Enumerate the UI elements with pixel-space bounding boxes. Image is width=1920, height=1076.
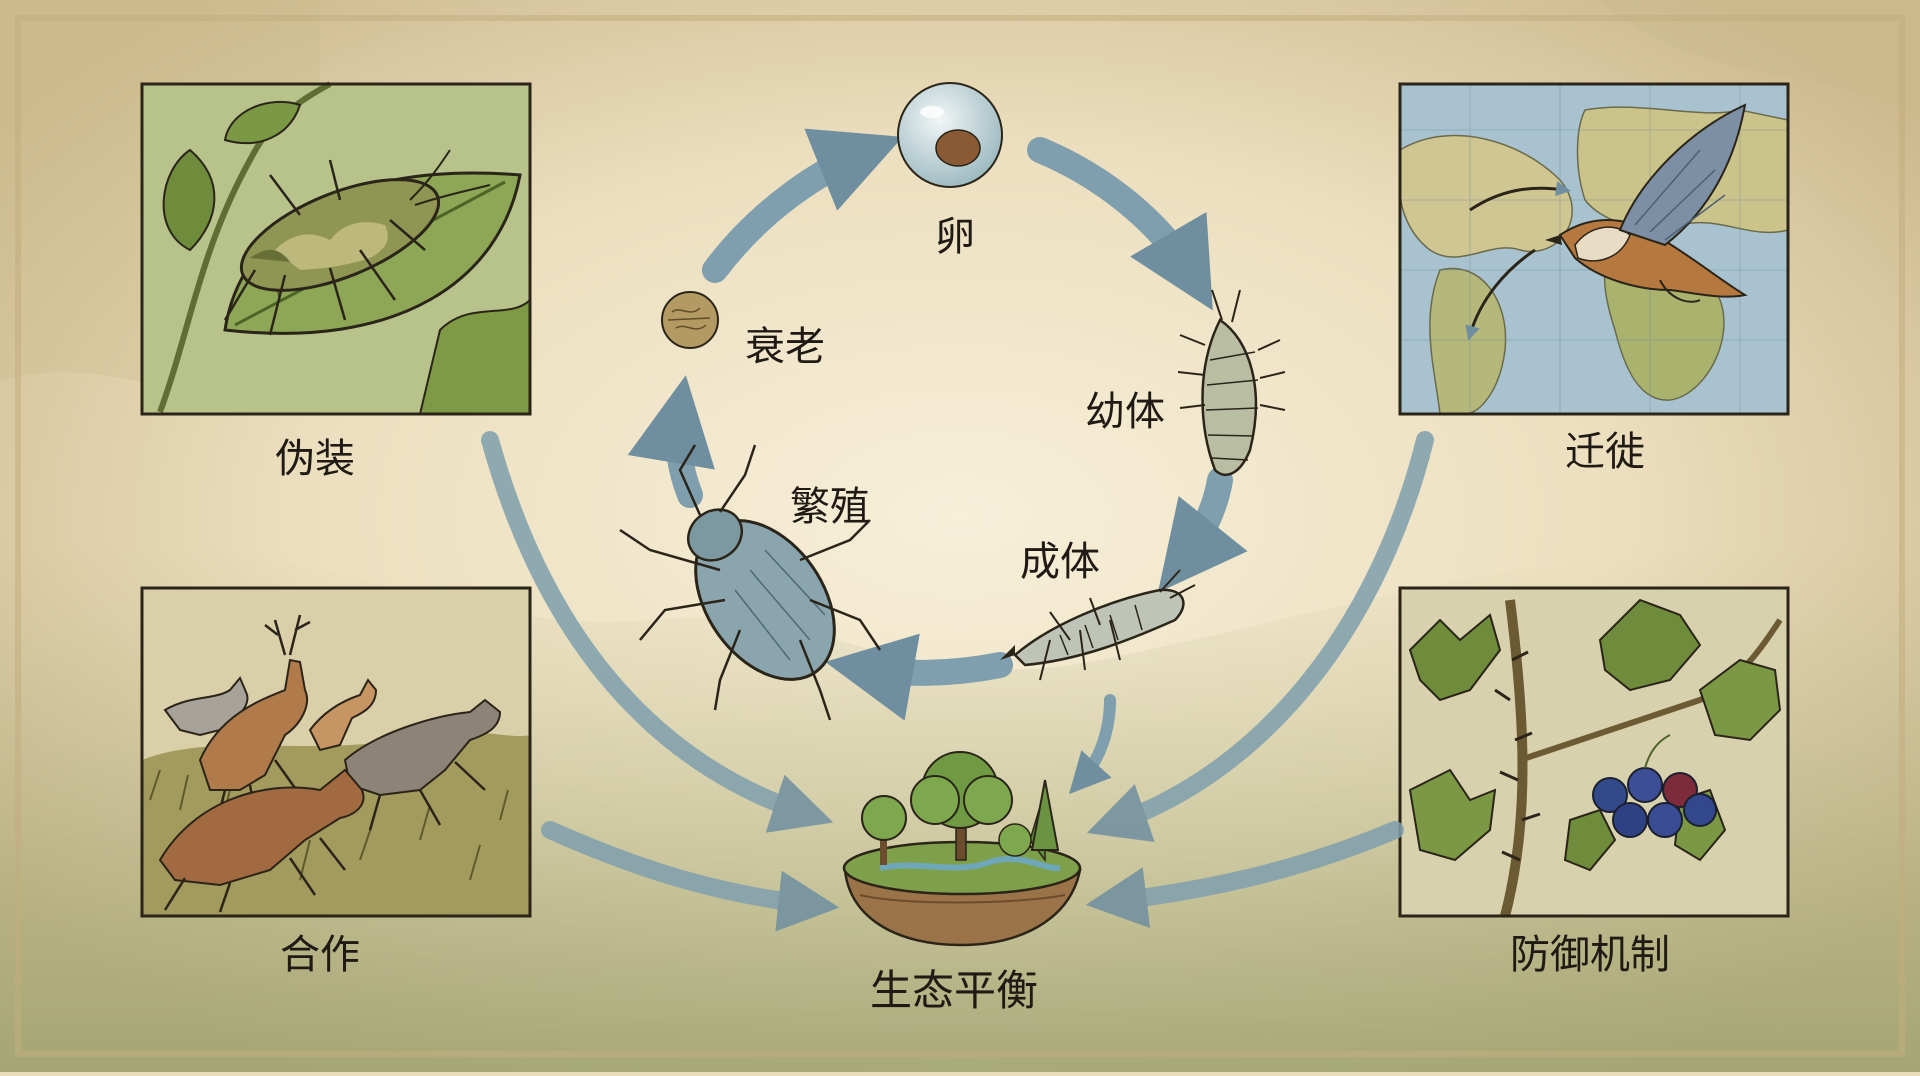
arrow-adult-to-reproduction [825,633,1013,721]
arrow-cooperation-to-center [541,821,840,932]
reproduction-illustration [619,444,882,721]
aging-illustration [661,291,719,349]
arrow-aging-to-egg [702,128,903,283]
arrow-migration-to-center [1086,431,1434,842]
labels: 卵 衰老 幼体 成体 繁殖 生态平衡 伪装 合作 迁徙 防御机制 [275,214,1670,1015]
adult-illustration [1000,569,1196,681]
defense-panel [1398,586,1790,918]
label-aging: 衰老 [745,324,825,370]
arrow-larva-to-adult [1157,467,1248,593]
arrow-egg-to-larva [1027,137,1213,311]
camouflage-panel [140,81,532,416]
label-adult: 成体 [1020,539,1100,585]
egg-illustration [897,82,1003,188]
arrow-camouflage-to-center [481,431,834,833]
arrow-adult-to-center [1069,694,1116,795]
label-cooperation: 合作 [280,932,360,978]
migration-panel [1398,82,1790,416]
cooperation-panel [140,586,532,918]
label-center: 生态平衡 [870,966,1038,1015]
label-reproduction: 繁殖 [790,484,870,530]
arrow-defense-to-center [1085,821,1404,929]
ecosystem-illustration [842,751,1082,947]
label-larva: 幼体 [1085,389,1165,435]
label-egg: 卵 [935,214,975,260]
arrow-reproduction-to-aging [627,375,715,508]
larva-illustration [1177,289,1286,476]
label-defense: 防御机制 [1510,932,1670,978]
influence-arrows [481,431,1434,932]
label-camouflage: 伪装 [275,436,355,482]
label-migration: 迁徙 [1565,429,1645,475]
